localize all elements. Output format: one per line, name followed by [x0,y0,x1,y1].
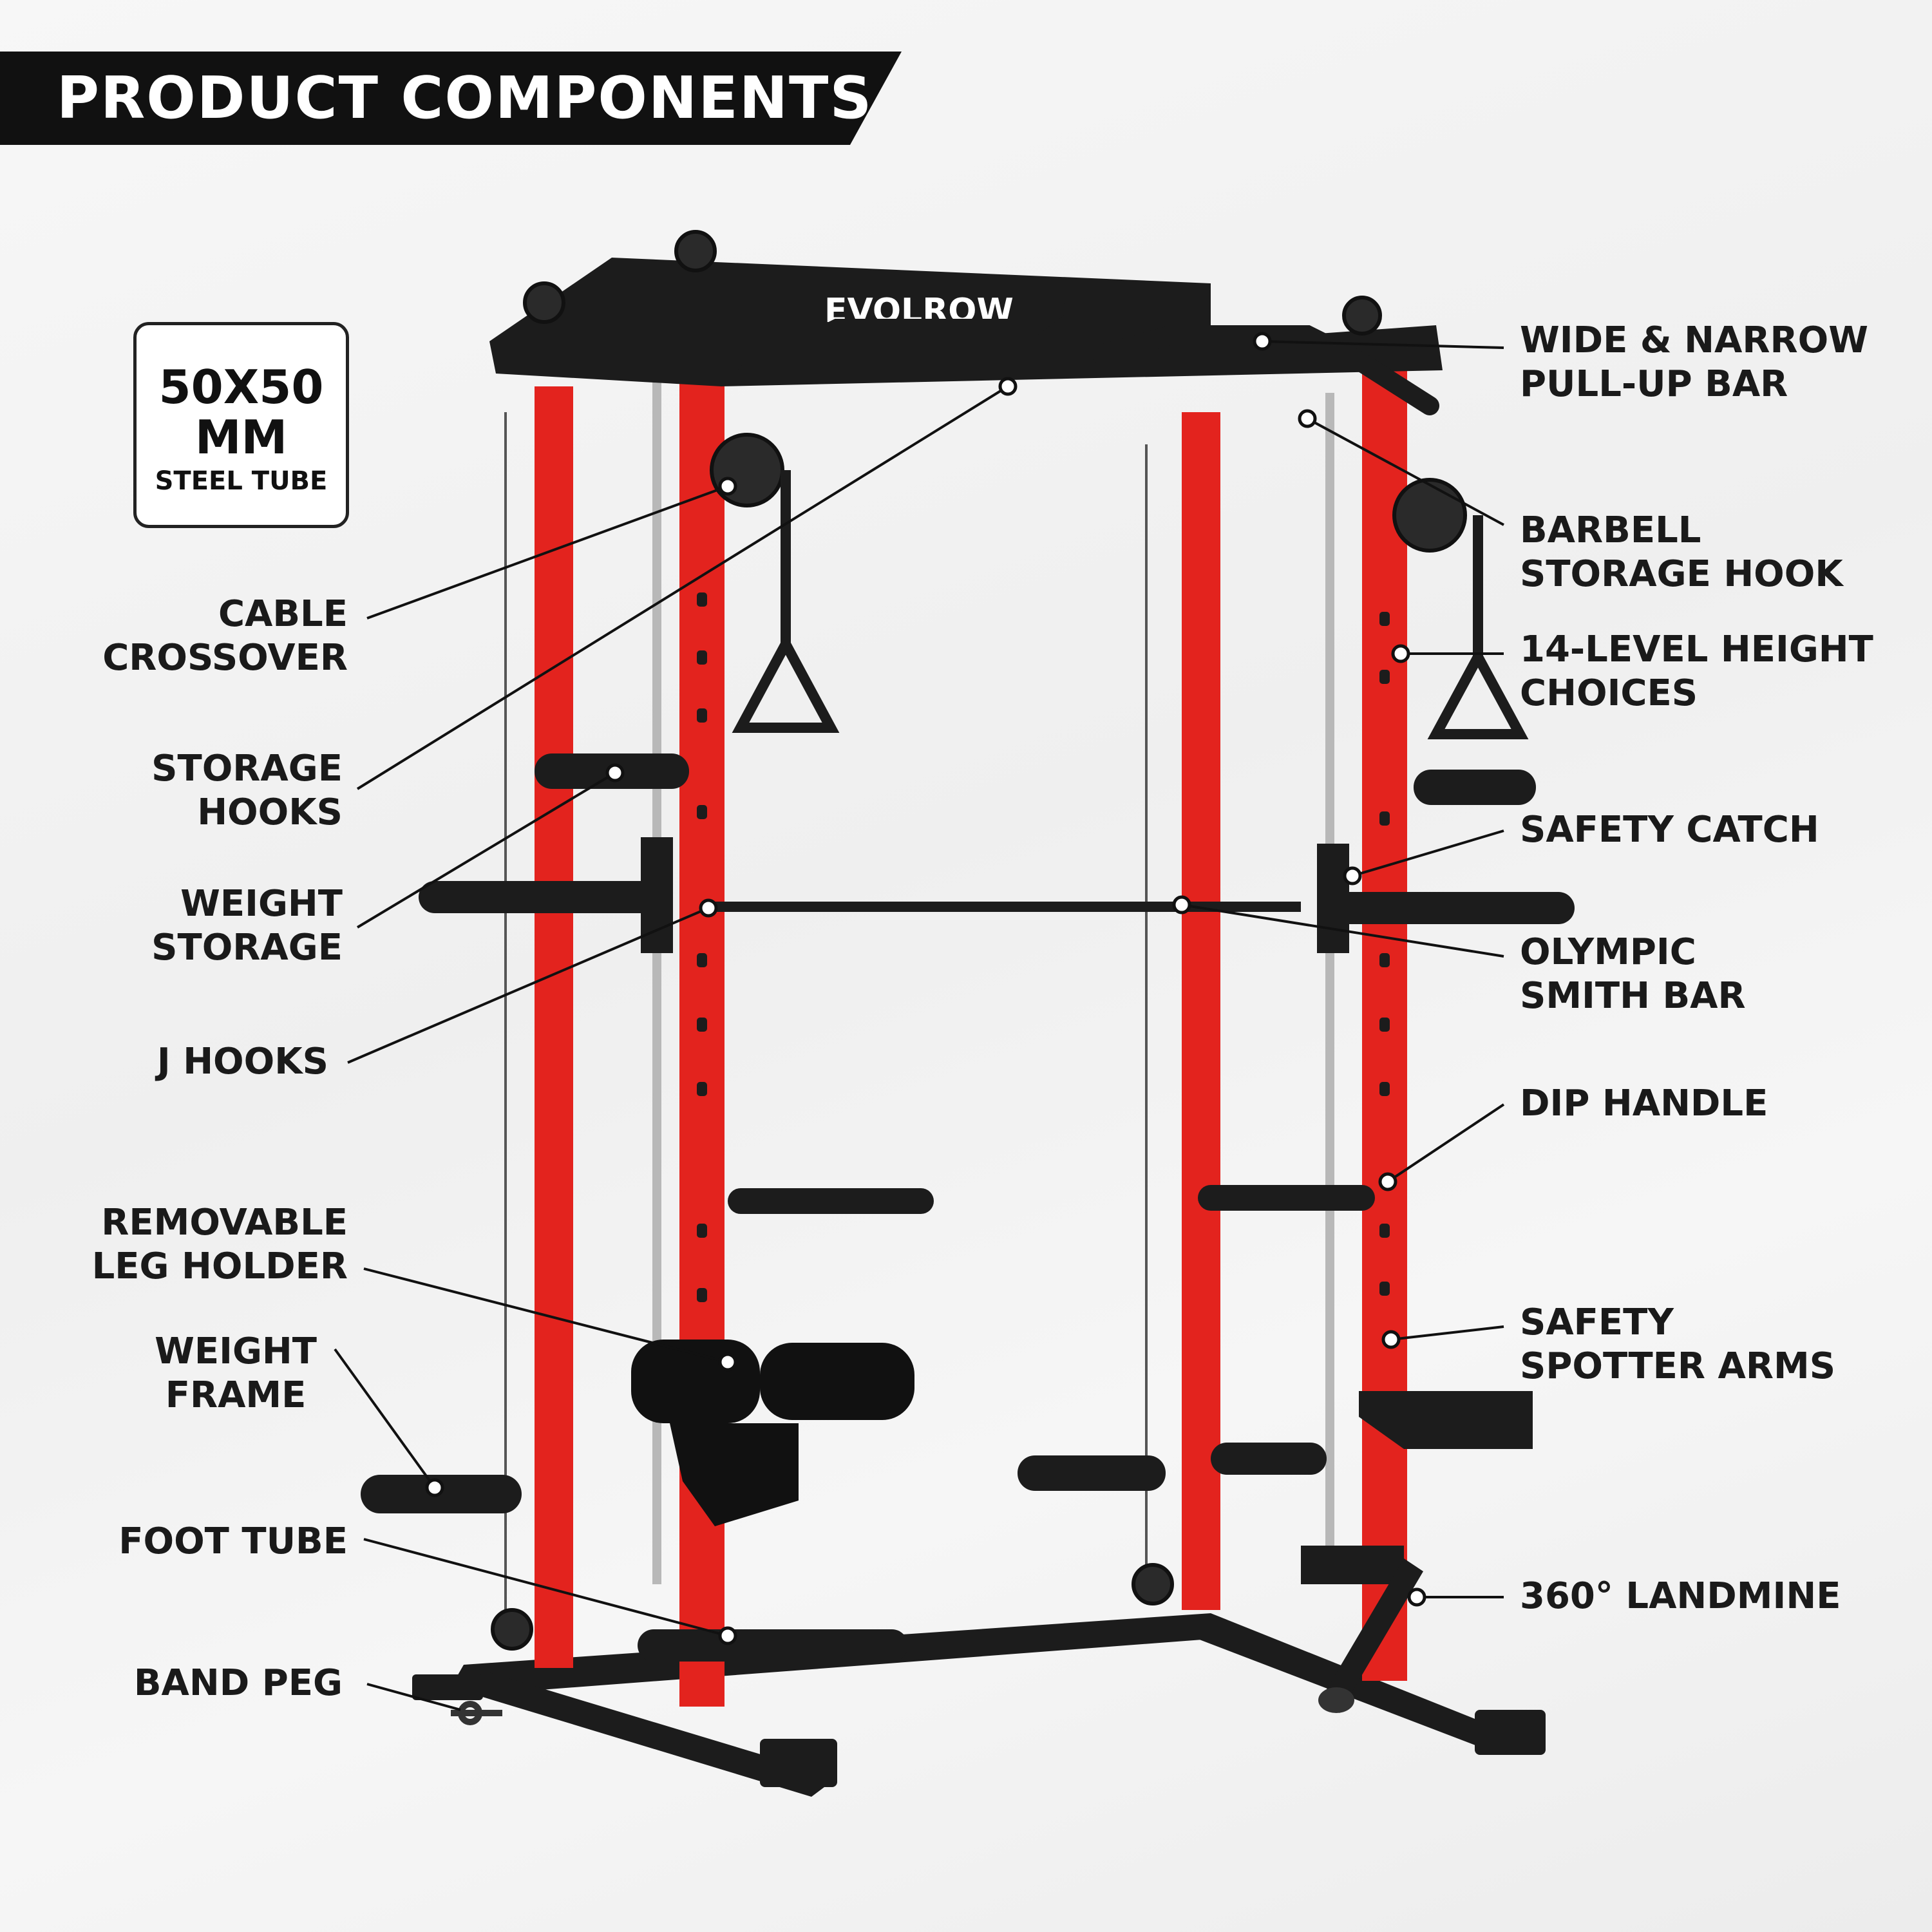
label-storage-hooks: STORAGE HOOKS [151,748,343,833]
label-barbell-storage-hook: BARBELL STORAGE HOOK [1520,509,1843,595]
callout-dots [425,332,1426,1645]
label-landmine: 360° LANDMINE [1520,1575,1841,1617]
label-weight-storage: WEIGHT STORAGE [151,883,343,969]
spec-unit: MM [194,410,288,464]
label-removable-leg-holder: REMOVABLE LEG HOLDER [91,1202,348,1287]
leader-lines-left [334,385,1009,1711]
leg-holder [631,1340,914,1526]
pull-up-bar [737,299,1439,415]
label-safety-spotter-arms: SAFETY SPOTTER ARMS [1520,1302,1836,1387]
spec-box: 50X50 MM STEEL TUBE [133,322,349,528]
label-foot-tube: FOOT TUBE [118,1520,348,1562]
pulleys [491,230,1467,1651]
label-safety-catch: SAFETY CATCH [1520,809,1819,851]
label-weight-frame: WEIGHT FRAME [155,1331,317,1416]
foot-tube [638,1629,908,1662]
label-olympic-smith-bar: OLYMPIC SMITH BAR [1520,931,1746,1017]
landmine [1301,1546,1423,1713]
label-cable-crossover: CABLE CROSSOVER [102,593,348,679]
label-pull-up-bar: WIDE & NARROW PULL-UP BAR [1520,319,1868,405]
spec-material: STEEL TUBE [155,466,328,496]
spec-dimension: 50X50 [158,360,324,414]
label-dip-handle: DIP HANDLE [1520,1083,1768,1124]
label-band-peg: BAND PEG [133,1662,343,1704]
band-peg [451,1701,502,1725]
leader-lines-right [1181,340,1505,1598]
upright-back-left [535,386,573,1668]
label-j-hooks: J HOOKS [156,1041,328,1083]
spotter-arm [1359,1391,1533,1449]
cables [504,412,1148,1616]
page-title: PRODUCT COMPONENTS [57,64,873,132]
label-height-choices: 14-LEVEL HEIGHT CHOICES [1520,629,1873,714]
dip-handles [728,1185,1375,1214]
header-banner [0,52,902,145]
cable-handles [732,470,1529,739]
upright-back-right [1182,412,1220,1610]
height-holes [697,592,1390,1463]
